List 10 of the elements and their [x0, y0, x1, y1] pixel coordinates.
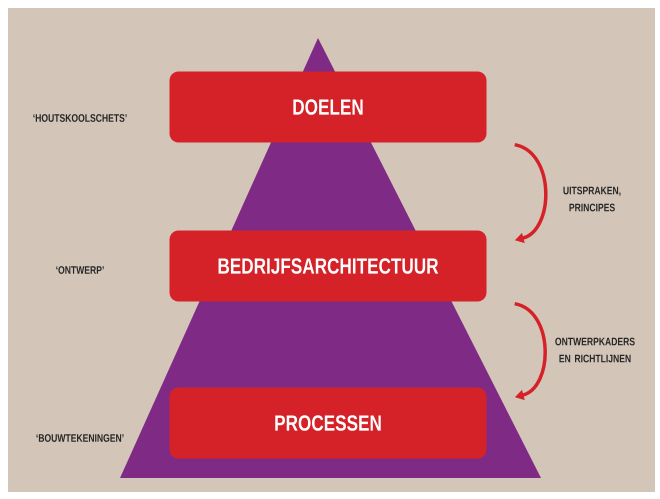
edge-label: ONTWERPKADERS EN RICHTLIJNEN [555, 338, 635, 362]
edge-label: UITSPRAKEN, PRINCIPES [563, 186, 620, 212]
side-label: ‘BOUWTEKENINGEN’ [36, 434, 124, 442]
side-label: ‘HOUTSKOOLSCHETS’ [33, 114, 127, 122]
layer-box: BEDRIJFSARCHITECTUUR [170, 230, 486, 302]
layer-box: DOELEN [170, 72, 486, 142]
curved-arrow [514, 143, 548, 244]
curved-arrow [514, 302, 547, 400]
layer-box: PROCESSEN [170, 388, 486, 458]
side-label: ‘ONTWERP’ [56, 266, 104, 274]
